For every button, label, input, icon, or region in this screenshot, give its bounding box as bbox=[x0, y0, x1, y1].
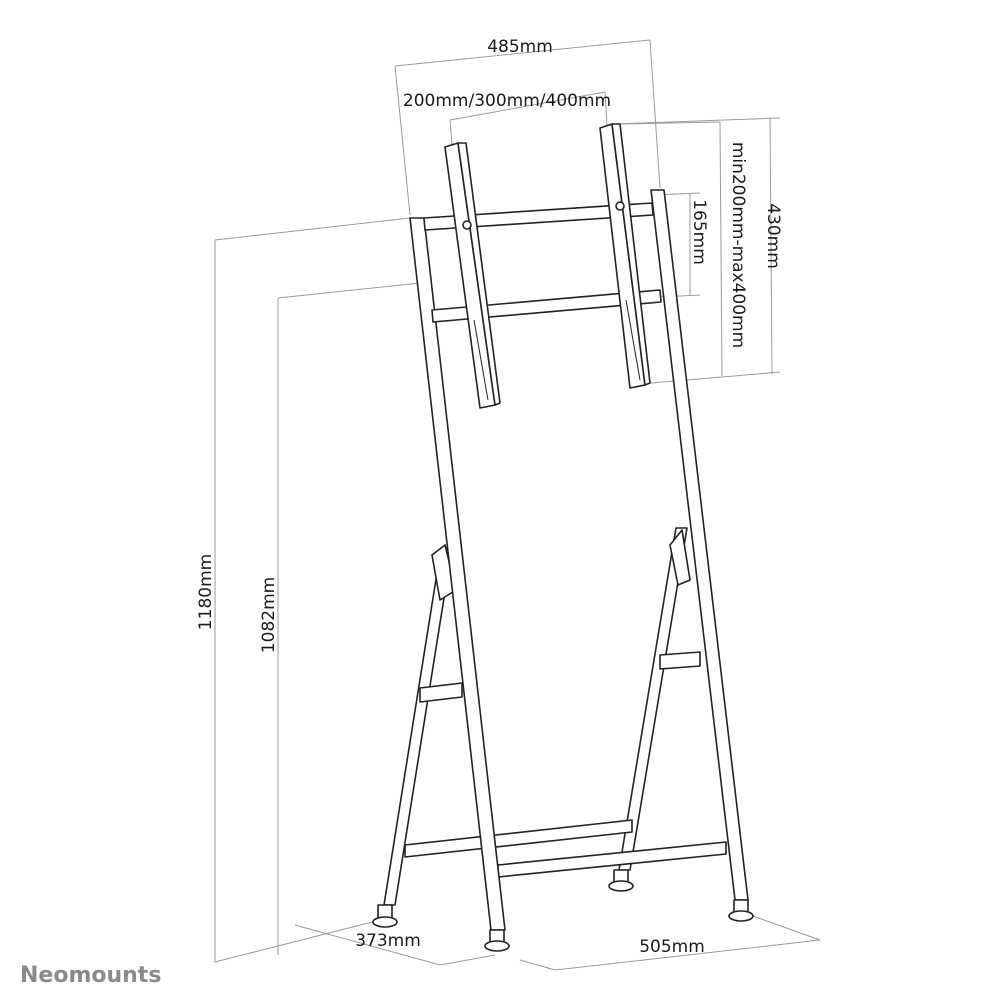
rear-left-leg bbox=[372, 544, 457, 928]
vesa-plate-right bbox=[599, 123, 651, 389]
rear-right-leg bbox=[608, 527, 691, 892]
lower-crossbars bbox=[404, 651, 727, 878]
dim-430-label: 430mm bbox=[763, 203, 783, 269]
dim-485-label: 485mm bbox=[487, 37, 553, 57]
dim-505-label: 505mm bbox=[639, 937, 705, 957]
dim-1082-label: 1082mm bbox=[259, 577, 279, 653]
dim-vesa-vertical-label: min200mm-max400mm bbox=[728, 142, 748, 348]
front-left-post bbox=[409, 217, 510, 952]
brand-logo: Neomounts bbox=[20, 963, 161, 988]
upper-crossbars bbox=[423, 202, 662, 323]
dim-1180-label: 1180mm bbox=[196, 554, 216, 630]
vesa-plate-left bbox=[444, 142, 501, 409]
dim-165-label: 165mm bbox=[689, 199, 709, 265]
dim-vesa-label: 200mm/300mm/400mm bbox=[403, 91, 611, 111]
dim-373-label: 373mm bbox=[355, 931, 421, 951]
front-right-post bbox=[650, 189, 754, 922]
